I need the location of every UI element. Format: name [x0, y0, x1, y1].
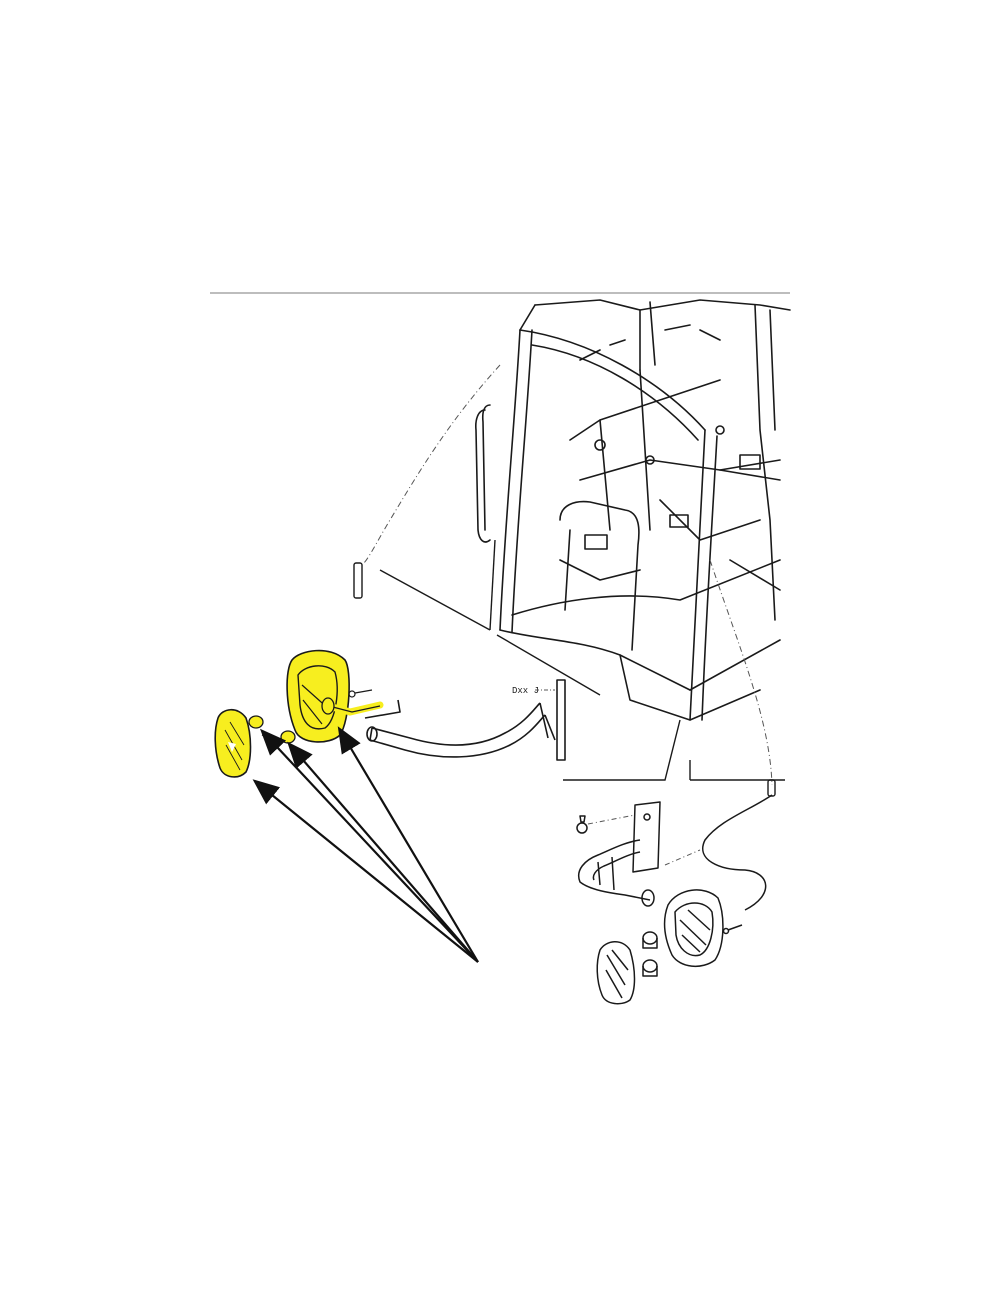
- inset-bulb-icon: [642, 931, 658, 977]
- work-light-housing-icon: [286, 649, 384, 743]
- mounting-plate-icon: [632, 801, 661, 873]
- pointer-arrow-housing: [337, 726, 479, 963]
- mirror-arm-icon: [364, 679, 566, 761]
- screw-icon: [348, 689, 373, 698]
- wire-leader-right: [709, 559, 773, 786]
- inset-screw-icon: [727, 924, 743, 931]
- inset-light-housing-icon: [663, 889, 724, 967]
- pointer-arrow-lens: [252, 779, 479, 963]
- bulb-icon: [248, 715, 296, 744]
- part-label: Dxx J: [512, 686, 539, 696]
- pointer-arrow-bulb-2: [287, 741, 479, 963]
- pointer-arrows: [252, 726, 479, 963]
- pointer-arrow-bulb-1: [259, 728, 479, 963]
- lens-cover-icon: [214, 708, 252, 778]
- cab-frame-icon: [475, 299, 791, 721]
- inset-lens-cover-icon: [596, 941, 636, 1005]
- wire-leader: [361, 364, 501, 566]
- inset-arm-icon: [578, 839, 651, 901]
- detail-inset: [576, 794, 773, 1005]
- callout-lines: [379, 539, 785, 781]
- bolt-icon: [576, 815, 588, 834]
